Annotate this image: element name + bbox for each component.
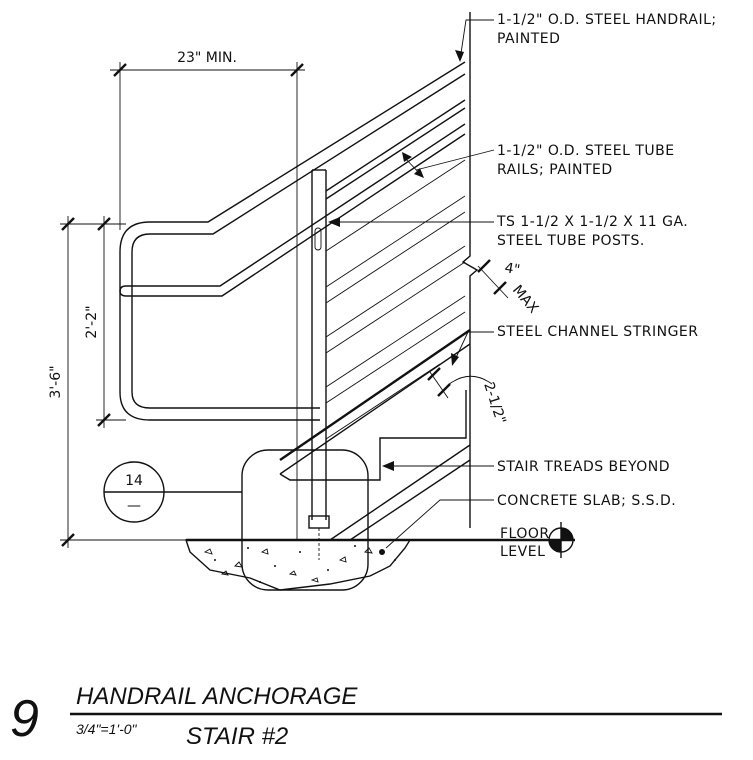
detail-number: 9 xyxy=(10,690,39,748)
floor-label-line2: LEVEL xyxy=(500,544,545,560)
callout-tube-posts-line1: TS 1-1/2 X 1-1/2 X 11 GA. xyxy=(496,214,688,230)
dimension-stringer-offset: 2-1/2" xyxy=(427,367,509,426)
dimension-height-handrail: 2'-2" xyxy=(84,216,126,428)
callout-stringer-label: STEEL CHANNEL STRINGER xyxy=(497,324,699,340)
dimension-rail-spacing: 4" MAX xyxy=(477,259,542,317)
dimension-width: 23" MIN. xyxy=(110,50,305,540)
dimension-rail-spacing-max: MAX xyxy=(509,282,542,317)
callout-stringer: STEEL CHANNEL STRINGER xyxy=(451,324,699,366)
dimension-width-label: 23" MIN. xyxy=(177,50,237,66)
callout-tube-rails-line1: 1-1/2" O.D. STEEL TUBE xyxy=(497,143,675,159)
dimension-stringer-offset-label: 2-1/2" xyxy=(480,380,508,426)
steel-tube-rail-upper xyxy=(119,123,466,297)
callout-tube-posts: TS 1-1/2 X 1-1/2 X 11 GA. STEEL TUBE POS… xyxy=(328,214,688,249)
floor-level-symbol: FLOOR LEVEL xyxy=(500,522,574,560)
floor-label-line1: FLOOR xyxy=(500,526,550,542)
stair-treads xyxy=(329,444,471,541)
callout-handrail: 1-1/2" O.D. STEEL HANDRAIL; PAINTED xyxy=(455,12,717,62)
callout-treads: STAIR TREADS BEYOND xyxy=(382,459,670,475)
title-block: 9 HANDRAIL ANCHORAGE 3/4"=1'-0" STAIR #2 xyxy=(10,683,722,750)
callout-slab-label: CONCRETE SLAB; S.S.D. xyxy=(497,493,676,509)
detail-title: HANDRAIL ANCHORAGE xyxy=(76,683,358,710)
dimension-rail-spacing-value: 4" xyxy=(503,260,521,278)
channel-stringer xyxy=(279,329,471,481)
dimension-height-handrail-label: 2'-2" xyxy=(84,305,100,338)
callout-treads-label: STAIR TREADS BEYOND xyxy=(497,459,670,475)
callout-slab: CONCRETE SLAB; S.S.D. xyxy=(385,493,676,549)
dimension-height-total: 3'-6" xyxy=(48,216,186,548)
steel-handrail xyxy=(119,61,466,421)
detail-subtitle: STAIR #2 xyxy=(186,723,288,750)
callout-handrail-line2: PAINTED xyxy=(497,31,560,47)
detail-bubble-number: 14 xyxy=(125,473,143,489)
break-line xyxy=(461,12,479,528)
callout-tube-rails: 1-1/2" O.D. STEEL TUBE RAILS; PAINTED xyxy=(402,143,675,178)
concrete-slab xyxy=(185,539,412,591)
callout-tube-posts-line2: STEEL TUBE POSTS. xyxy=(497,233,645,249)
infill-rails xyxy=(325,99,466,440)
dimension-height-total-label: 3'-6" xyxy=(48,365,64,398)
detail-enlargement-outline xyxy=(241,449,369,591)
steel-tube-post xyxy=(308,169,330,560)
detail-bubble-sheet: — xyxy=(127,498,141,514)
callout-tube-rails-line2: RAILS; PAINTED xyxy=(497,162,613,178)
detail-scale: 3/4"=1'-0" xyxy=(76,721,138,737)
callout-handrail-line1: 1-1/2" O.D. STEEL HANDRAIL; xyxy=(497,12,717,28)
detail-reference-bubble: 14 — xyxy=(103,461,242,523)
